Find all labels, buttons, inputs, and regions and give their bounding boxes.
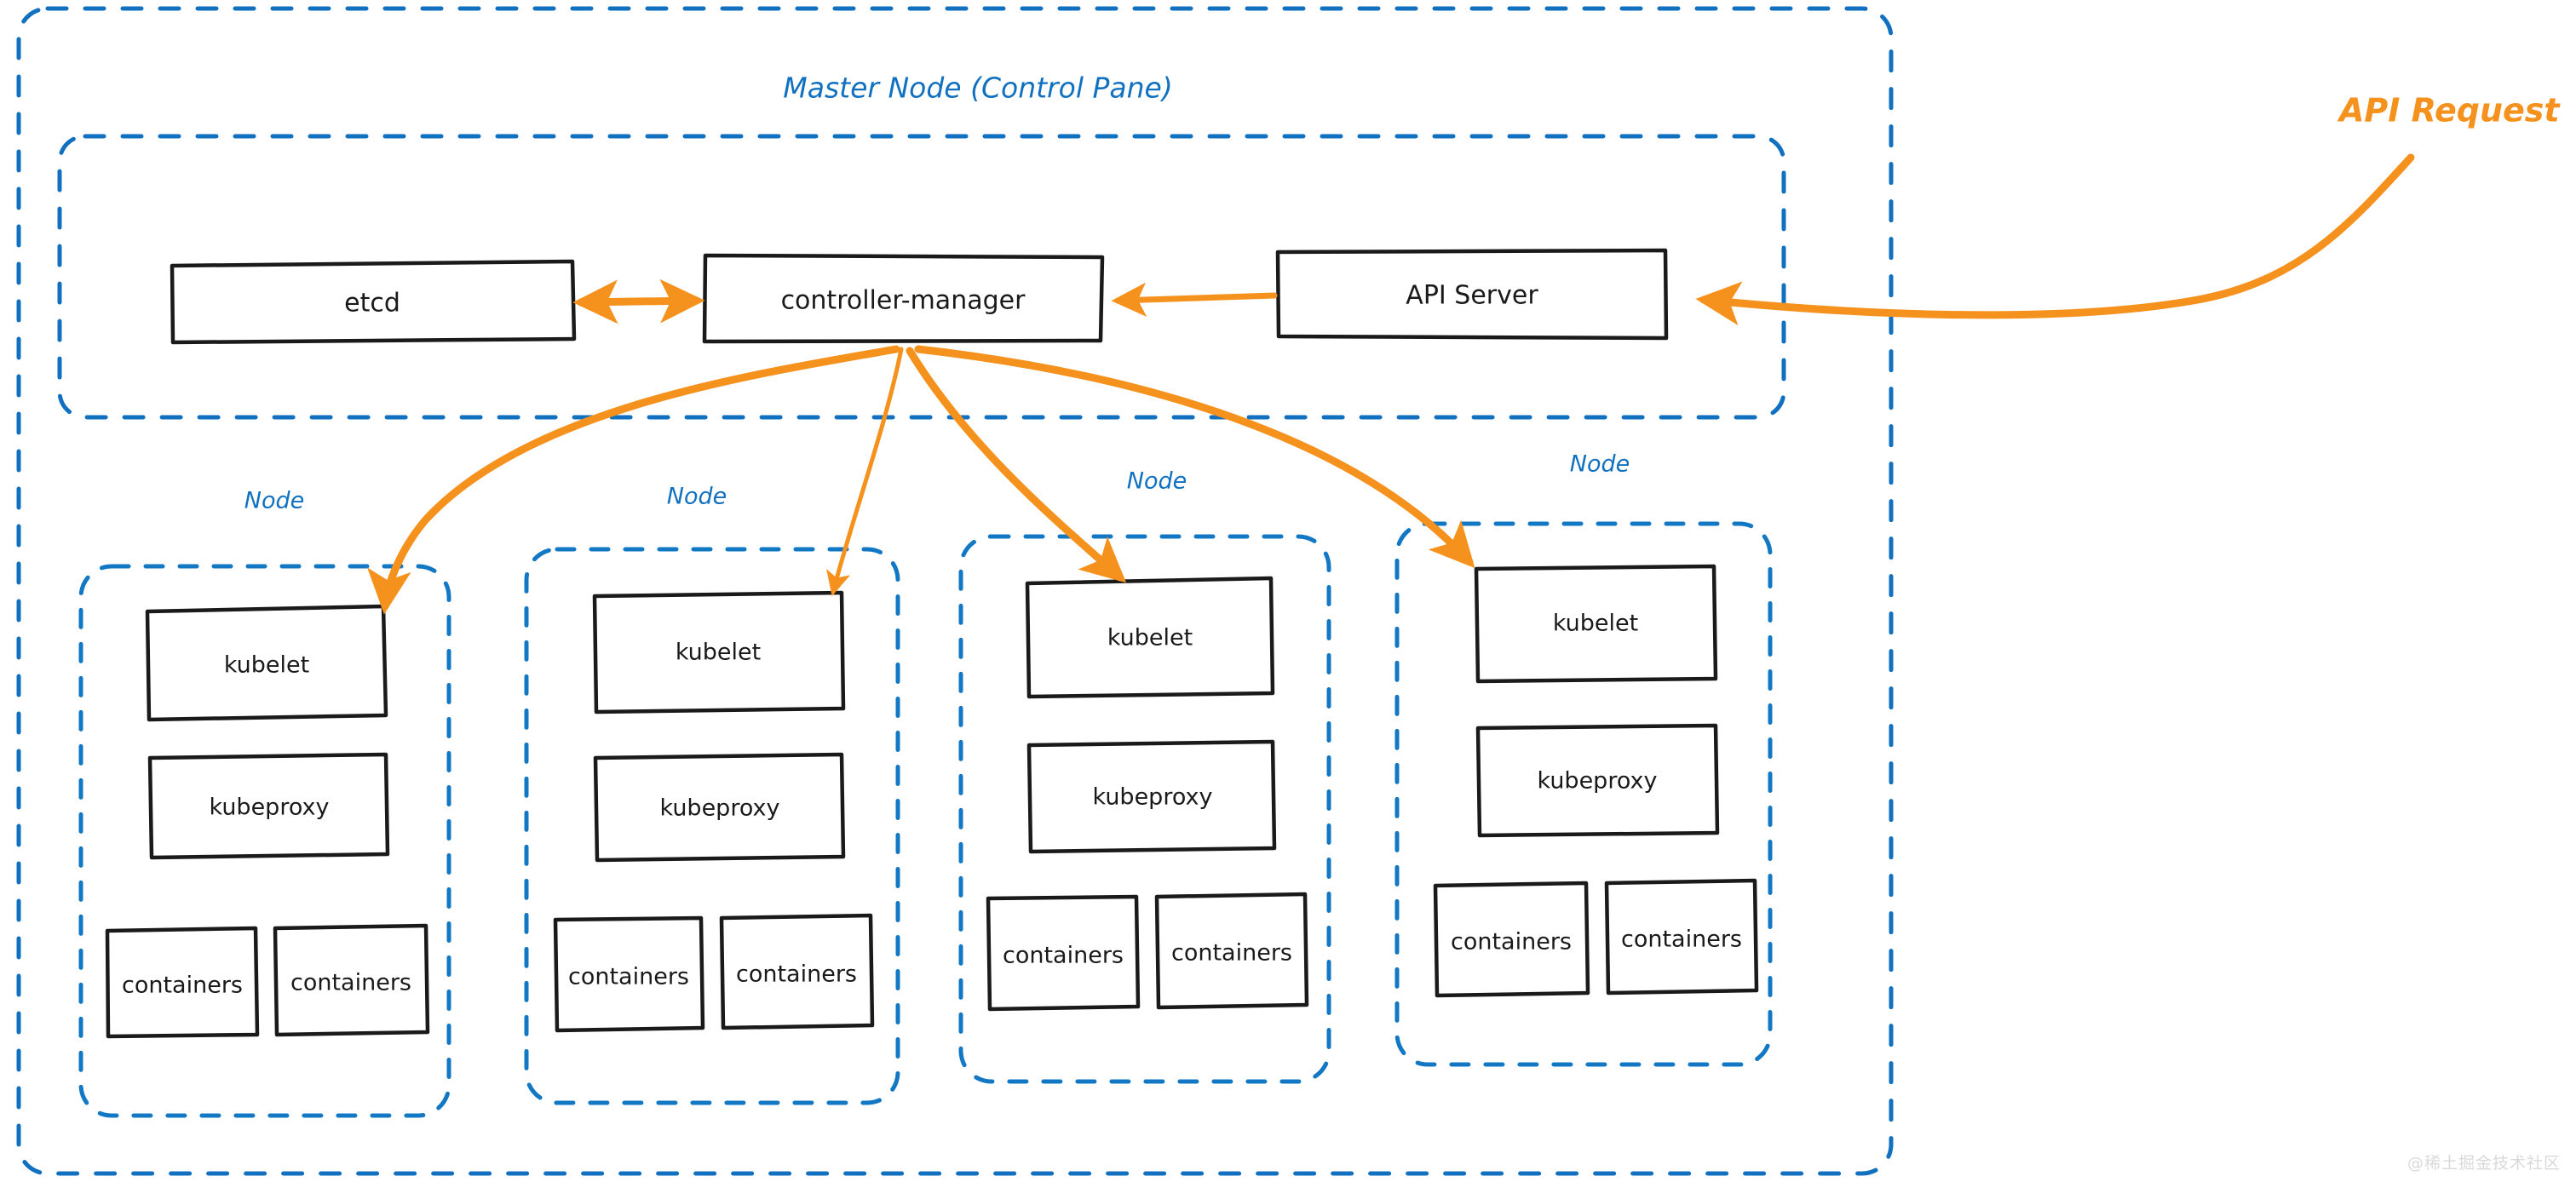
controller-to-node-3-arrow <box>906 347 1127 583</box>
node-3-container-2-box <box>1154 892 1309 1010</box>
etcd-box <box>170 259 577 345</box>
node-1-container-2[interactable]: containers <box>273 923 430 1037</box>
node-1-container-2-box <box>273 923 430 1037</box>
node-2-kubelet-label: kubelet <box>676 640 761 666</box>
node-group-2: Node kubelet kubeproxy containers contai… <box>524 484 900 1105</box>
control-plane-group: etcd controller-manager API Server <box>57 134 1786 420</box>
node-2-container-1-label: containers <box>568 964 689 990</box>
control-plane-border <box>57 134 1786 420</box>
node-2-container-2-label: containers <box>736 961 857 988</box>
node-3-container-1-label: containers <box>1003 943 1124 969</box>
node-1-kubelet-label: kubelet <box>224 652 309 679</box>
node-4-container-2-label: containers <box>1621 927 1742 953</box>
node-3-container-2[interactable]: containers <box>1154 892 1309 1010</box>
controller-manager-component[interactable]: controller-manager <box>702 253 1105 344</box>
node-4-kubelet-box <box>1474 564 1718 684</box>
apiserver-controller-connector <box>1111 282 1278 318</box>
node-1-container-1[interactable]: containers <box>105 926 260 1039</box>
master-node-title: Master Node (Control Pane) <box>783 72 1172 105</box>
node-4-kubeproxy-label: kubeproxy <box>1538 768 1658 795</box>
node-3-kubeproxy[interactable]: kubeproxy <box>1026 739 1277 854</box>
node-4-label: Node <box>1570 451 1630 478</box>
node-1-container-1-box <box>105 926 260 1039</box>
controller-manager-label: controller-manager <box>781 286 1026 316</box>
node-4-container-1-box <box>1433 881 1590 998</box>
watermark: @稀土掘金技术社区 <box>2406 1154 2561 1173</box>
node-1-kubeproxy-box <box>147 752 390 860</box>
node-4-container-1-label: containers <box>1451 929 1572 955</box>
node-2-kubelet-box <box>592 590 846 714</box>
node-2-kubeproxy[interactable]: kubeproxy <box>593 752 846 863</box>
node-3-kubelet[interactable]: kubelet <box>1025 576 1275 699</box>
node-1-container-1-label: containers <box>122 973 243 999</box>
node-2-kubeproxy-label: kubeproxy <box>660 795 780 822</box>
node-3-border <box>958 534 1331 1084</box>
api-server-label: API Server <box>1406 281 1538 311</box>
node-2-container-2-box <box>719 913 875 1030</box>
controller-to-nodes-arrows <box>367 345 1475 615</box>
controller-to-node-1-arrow <box>367 345 900 615</box>
api-request-arrow <box>1695 153 2415 326</box>
node-3-container-2-label: containers <box>1171 940 1292 967</box>
node-4-kubelet[interactable]: kubelet <box>1474 564 1718 684</box>
node-1-label: Node <box>244 488 304 514</box>
node-4-kubeproxy[interactable]: kubeproxy <box>1475 723 1720 838</box>
controller-to-node-4-arrow <box>914 345 1475 569</box>
node-1-container-2-label: containers <box>290 970 411 996</box>
node-2-container-1-box <box>553 915 705 1033</box>
node-3-kubelet-box <box>1025 576 1275 699</box>
api-request-label: API Request <box>2337 92 2561 129</box>
node-1-kubeproxy[interactable]: kubeproxy <box>147 752 390 860</box>
node-4-kubelet-label: kubelet <box>1553 611 1638 637</box>
node-4-container-2[interactable]: containers <box>1604 878 1759 996</box>
node-group-1: Node kubelet kubeproxy containers contai… <box>78 488 451 1118</box>
api-request-flow: API Request <box>1695 92 2561 326</box>
node-1-kubelet-box <box>145 604 388 722</box>
node-3-kubelet-label: kubelet <box>1107 625 1193 651</box>
node-2-container-1[interactable]: containers <box>553 915 705 1033</box>
master-node-group: Master Node (Control Pane) <box>16 6 1894 1176</box>
node-1-kubeproxy-label: kubeproxy <box>210 795 330 821</box>
node-2-kubeproxy-box <box>593 752 846 863</box>
node-2-border <box>524 547 900 1105</box>
etcd-component[interactable]: etcd <box>170 259 577 345</box>
node-2-label: Node <box>667 484 727 510</box>
node-group-3: Node kubelet kubeproxy containers contai… <box>958 468 1331 1084</box>
controller-to-node-2-arrow <box>826 347 904 597</box>
etcd-controller-connector <box>572 278 705 324</box>
node-4-kubeproxy-box <box>1475 723 1720 838</box>
node-3-container-1-box <box>986 894 1141 1012</box>
node-3-label: Node <box>1127 468 1187 495</box>
node-3-kubeproxy-box <box>1026 739 1277 854</box>
node-4-container-1[interactable]: containers <box>1433 881 1590 998</box>
node-1-kubelet[interactable]: kubelet <box>145 604 388 722</box>
node-4-container-2-box <box>1604 878 1759 996</box>
node-3-kubeproxy-label: kubeproxy <box>1093 784 1213 811</box>
node-2-container-2[interactable]: containers <box>719 913 875 1030</box>
node-3-container-1[interactable]: containers <box>986 894 1141 1012</box>
etcd-label: etcd <box>344 289 400 318</box>
node-1-border <box>78 564 451 1118</box>
master-node-outer-border <box>16 6 1894 1176</box>
api-server-box <box>1275 248 1669 341</box>
api-server-component[interactable]: API Server <box>1275 248 1669 341</box>
node-group-4: Node kubelet kubeproxy containers contai… <box>1394 451 1773 1067</box>
node-2-kubelet[interactable]: kubelet <box>592 590 846 714</box>
